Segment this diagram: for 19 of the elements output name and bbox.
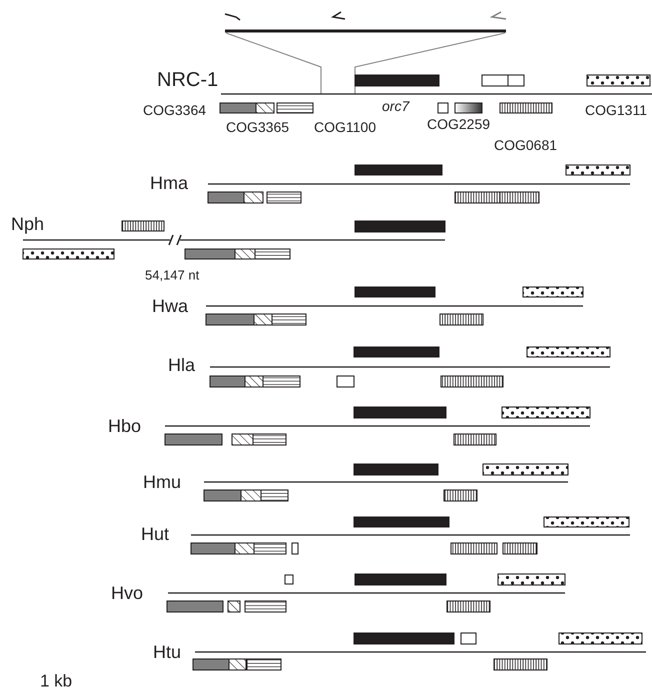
strain-label: Hma <box>150 174 188 192</box>
strain-label: Hut <box>141 525 170 543</box>
gene-label: COG1311 <box>585 103 647 117</box>
strain-label: NRC-1 <box>157 70 218 90</box>
gene-label: COG3365 <box>226 120 290 134</box>
scale-label: 1 kb <box>40 672 72 690</box>
gene-label: COG2259 <box>427 117 490 131</box>
strain-label: Hbo <box>108 417 142 435</box>
strain-label: Htu <box>153 643 182 661</box>
strain-label: Nph <box>11 215 44 233</box>
gene-label: COG1100 <box>314 120 376 134</box>
strain-label: Hwa <box>152 297 188 315</box>
strain-label: Hmu <box>143 473 182 491</box>
strain-label: Hla <box>168 356 196 374</box>
strain-label: Hvo <box>111 584 144 602</box>
gene-label: COG3364 <box>143 103 206 117</box>
gene-label: orc7 <box>382 99 410 113</box>
size-label: 54,147 nt <box>145 268 200 282</box>
gene-label: COG0681 <box>494 138 558 152</box>
